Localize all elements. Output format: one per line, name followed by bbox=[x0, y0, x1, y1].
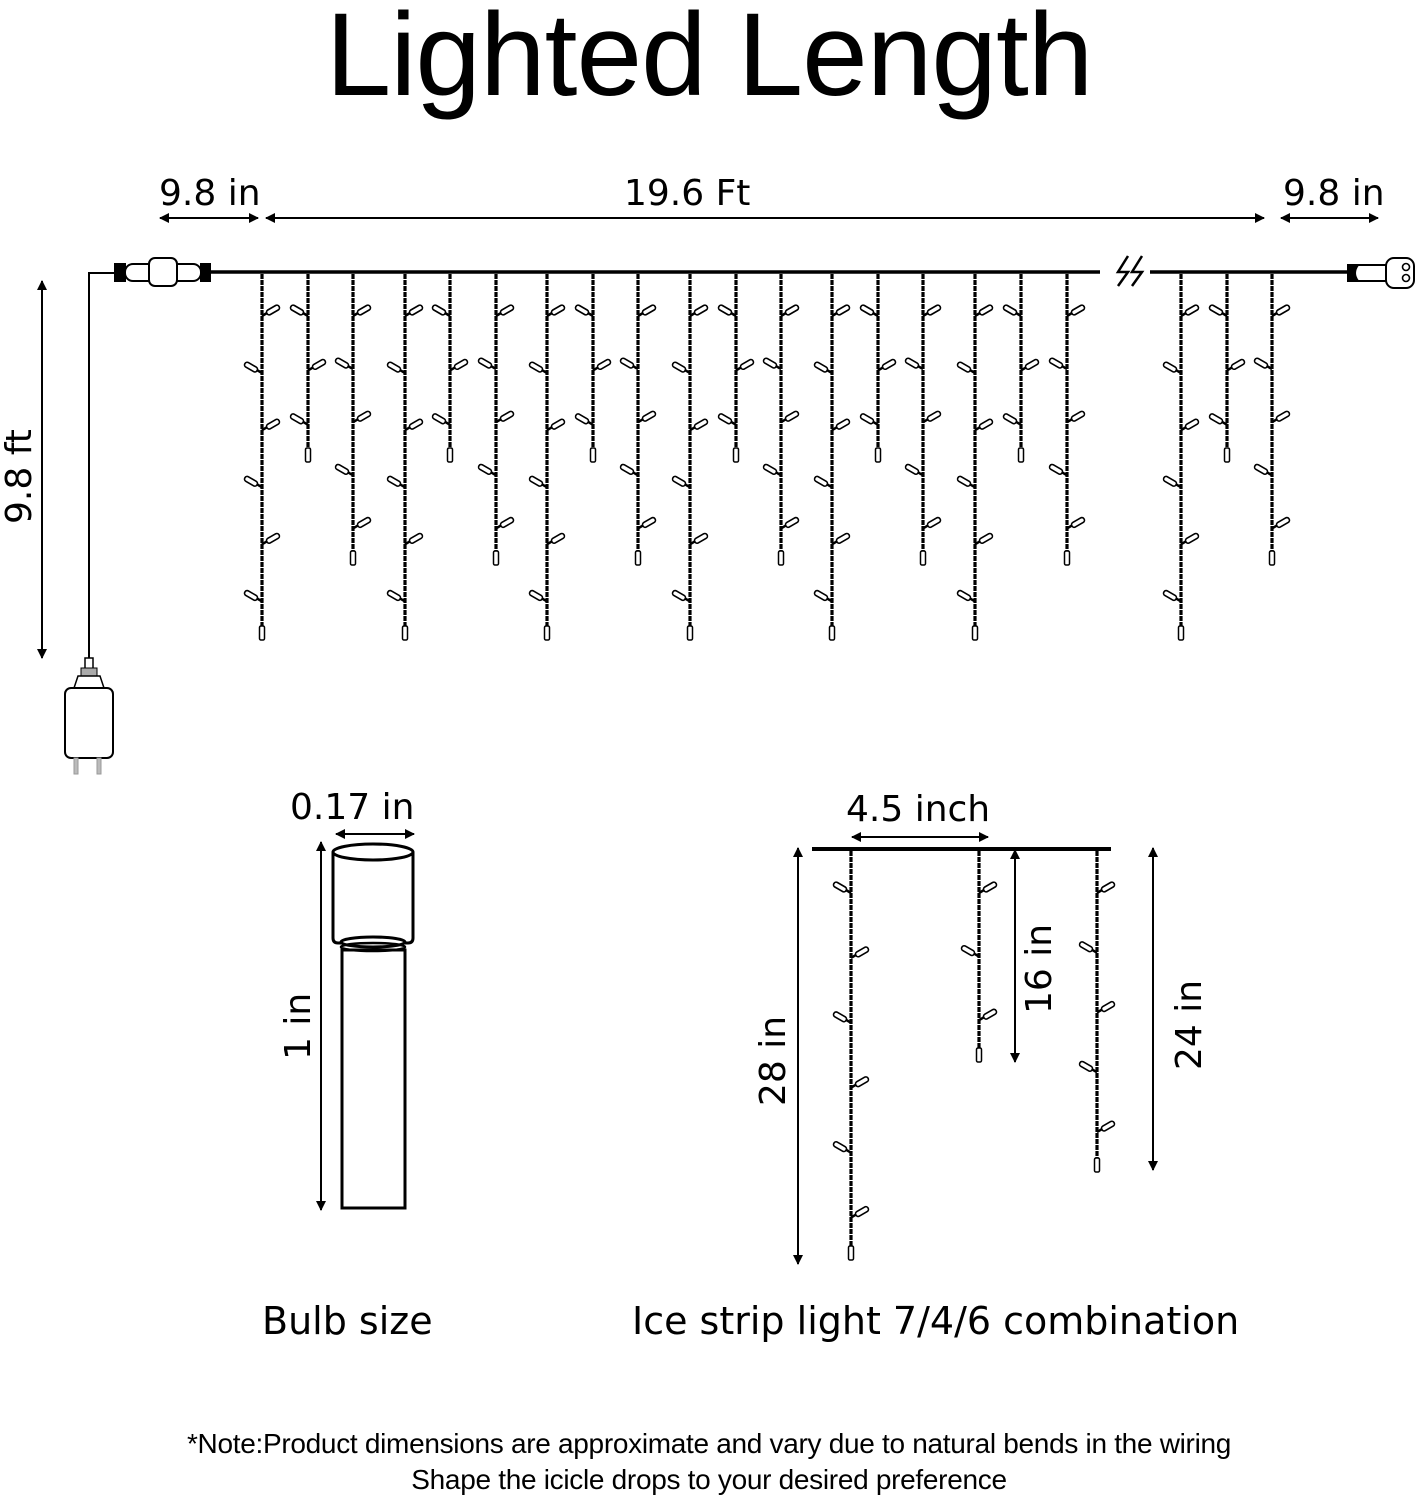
short-strand bbox=[960, 851, 998, 1063]
main-wire bbox=[88, 270, 1348, 668]
led-bulb-icon bbox=[316, 829, 415, 1211]
page-title: Lighted Length bbox=[325, 0, 1094, 121]
lighted-length-label: 19.6 Ft bbox=[624, 173, 751, 214]
bulb-size-caption: Bulb size bbox=[262, 1299, 433, 1343]
icicle-strand bbox=[1208, 274, 1246, 463]
icicle-strand bbox=[1002, 274, 1040, 463]
disclaimer-note: *Note:Product dimensions are approximate… bbox=[0, 1426, 1418, 1498]
icicle-strand bbox=[528, 274, 566, 641]
combination-diagram bbox=[793, 832, 1158, 1265]
icicle-strand bbox=[431, 274, 469, 463]
icicle-strand bbox=[334, 274, 372, 566]
icicle-strand bbox=[386, 274, 424, 641]
right-lead-label: 9.8 in bbox=[1283, 173, 1385, 214]
top-dimension-arrows bbox=[37, 213, 1379, 659]
icicle-strand bbox=[243, 274, 281, 641]
strand-spacing-label: 4.5 inch bbox=[846, 789, 991, 830]
icicle-strand bbox=[1162, 274, 1200, 641]
icicle-strand bbox=[671, 274, 709, 641]
icicle-strand bbox=[717, 274, 755, 463]
power-adapter-icon bbox=[64, 657, 114, 775]
icicle-strands bbox=[243, 274, 1291, 641]
icicle-strand bbox=[477, 274, 515, 566]
icicle-strand bbox=[574, 274, 612, 463]
note-line-1: *Note:Product dimensions are approximate… bbox=[186, 1428, 1232, 1459]
note-line-2: Shape the icicle drops to your desired p… bbox=[411, 1464, 1007, 1495]
icicle-strand bbox=[1048, 274, 1086, 566]
long-strand bbox=[832, 851, 870, 1261]
bulb-width-label: 0.17 in bbox=[290, 787, 415, 828]
icicle-strand bbox=[904, 274, 942, 566]
icicle-strand bbox=[619, 274, 657, 566]
wire-break-icon bbox=[1115, 255, 1145, 287]
icicle-strand bbox=[762, 274, 800, 566]
male-connector-icon bbox=[114, 257, 211, 287]
left-lead-label: 9.8 in bbox=[159, 173, 261, 214]
icicle-strand bbox=[859, 274, 897, 463]
icicle-strand bbox=[289, 274, 327, 463]
medium-strand bbox=[1078, 851, 1116, 1173]
combination-caption: Ice strip light 7/4/6 combination bbox=[632, 1299, 1240, 1343]
female-end-connector-icon bbox=[1347, 257, 1415, 289]
icicle-strand bbox=[813, 274, 851, 641]
icicle-strand bbox=[956, 274, 994, 641]
icicle-strand bbox=[1253, 274, 1291, 566]
